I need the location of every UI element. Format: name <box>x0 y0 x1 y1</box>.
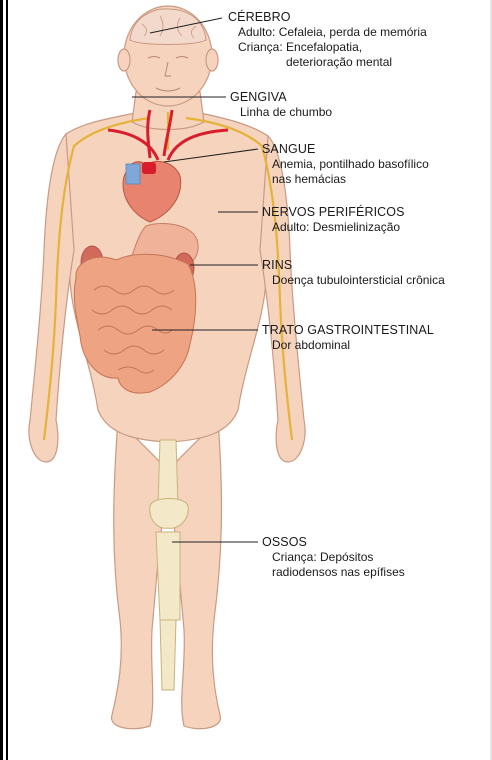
label-nervos: NERVOS PERIFÉRICOS Adulto: Desmielinizaç… <box>262 205 405 235</box>
aorta-arch <box>142 162 156 174</box>
sangue-title: SANGUE <box>262 142 429 157</box>
trato-title: TRATO GASTROINTESTINAL <box>262 323 434 338</box>
vena-cava <box>126 164 140 184</box>
label-ossos: OSSOS Criança: Depósitos radiodensos nas… <box>262 535 405 580</box>
rins-title: RINS <box>262 258 445 273</box>
nervos-title: NERVOS PERIFÉRICOS <box>262 205 405 220</box>
cerebro-adult: Adulto: Cefaleia, perda de memória <box>228 25 427 40</box>
label-gengiva: GENGIVA Linha de chumbo <box>230 90 332 120</box>
label-trato: TRATO GASTROINTESTINAL Dor abdominal <box>262 323 434 353</box>
cerebro-title: CÉREBRO <box>228 10 427 25</box>
cerebro-child-cont: deterioração mental <box>228 55 427 70</box>
sangue-desc-2: nas hemácias <box>262 172 429 187</box>
cerebro-child: Criança: Encefalopatia, <box>228 40 427 55</box>
nervos-desc: Adulto: Desmielinização <box>262 220 405 235</box>
gengiva-title: GENGIVA <box>230 90 332 105</box>
rins-desc: Doença tubulointersticial crônica <box>262 273 445 288</box>
ossos-desc-2: radiodensos nas epífises <box>262 565 405 580</box>
sangue-desc-1: Anemia, pontilhado basofílico <box>262 157 429 172</box>
label-sangue: SANGUE Anemia, pontilhado basofílico nas… <box>262 142 429 187</box>
ossos-title: OSSOS <box>262 535 405 550</box>
ossos-desc-1: Criança: Depósitos <box>262 550 405 565</box>
trato-desc: Dor abdominal <box>262 338 434 353</box>
label-rins: RINS Doença tubulointersticial crônica <box>262 258 445 288</box>
gengiva-desc: Linha de chumbo <box>230 105 332 120</box>
label-cerebro: CÉREBRO Adulto: Cefaleia, perda de memór… <box>228 10 427 70</box>
